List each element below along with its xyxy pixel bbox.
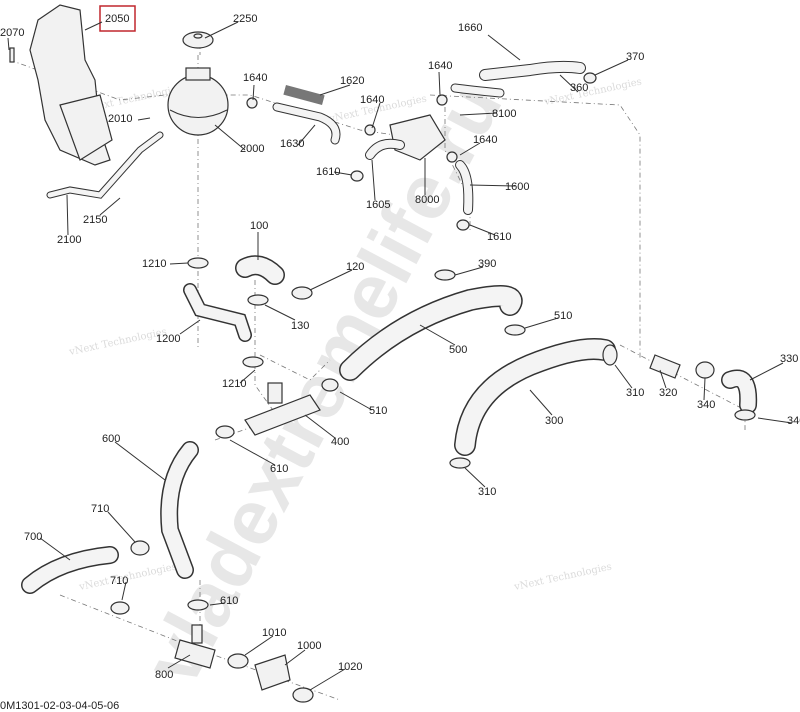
label-2250[interactable]: 2250 xyxy=(233,13,257,25)
label-120[interactable]: 120 xyxy=(346,261,364,273)
label-360[interactable]: 360 xyxy=(570,82,588,94)
label-500[interactable]: 500 xyxy=(449,344,467,356)
label-1630[interactable]: 1630 xyxy=(280,138,304,150)
label-610[interactable]: 610 xyxy=(220,595,238,607)
tee-fitting-400[interactable] xyxy=(244,382,321,436)
label-130[interactable]: 130 xyxy=(291,320,309,332)
label-600[interactable]: 600 xyxy=(102,433,120,445)
label-330[interactable]: 330 xyxy=(780,353,798,365)
label-1020[interactable]: 1020 xyxy=(338,661,362,673)
label-800[interactable]: 800 xyxy=(155,669,173,681)
label-1660[interactable]: 1660 xyxy=(458,22,482,34)
label-1640[interactable]: 1640 xyxy=(428,60,452,72)
part-labels: 2070 2050 2250 1640 1620 1640 1660 370 3… xyxy=(0,13,800,681)
label-510[interactable]: 510 xyxy=(554,310,572,322)
label-370[interactable]: 370 xyxy=(626,51,644,63)
label-1640[interactable]: 1640 xyxy=(243,72,267,84)
label-1210[interactable]: 1210 xyxy=(142,258,166,270)
footer-code: 0M1301-02-03-04-05-06 xyxy=(0,700,119,712)
label-8000[interactable]: 8000 xyxy=(415,194,439,206)
label-1610[interactable]: 1610 xyxy=(487,231,511,243)
label-1640[interactable]: 1640 xyxy=(473,134,497,146)
label-400[interactable]: 400 xyxy=(331,436,349,448)
label-300[interactable]: 300 xyxy=(545,415,563,427)
label-1605[interactable]: 1605 xyxy=(366,199,390,211)
svg-text:vNext Technologies: vNext Technologies xyxy=(67,327,167,359)
fitting-320[interactable] xyxy=(649,354,681,379)
label-2050[interactable]: 2050 xyxy=(105,13,129,25)
label-2100[interactable]: 2100 xyxy=(57,234,81,246)
label-700[interactable]: 700 xyxy=(24,531,42,543)
tee-fitting-800[interactable] xyxy=(174,624,216,669)
label-310[interactable]: 310 xyxy=(626,387,644,399)
label-1210[interactable]: 1210 xyxy=(222,378,246,390)
label-510[interactable]: 510 xyxy=(369,405,387,417)
label-1640[interactable]: 1640 xyxy=(360,94,384,106)
label-1200[interactable]: 1200 xyxy=(156,333,180,345)
label-2010[interactable]: 2010 xyxy=(108,113,132,125)
label-320[interactable]: 320 xyxy=(659,387,677,399)
label-2070[interactable]: 2070 xyxy=(0,27,24,39)
reservoir-2000[interactable] xyxy=(167,67,229,136)
label-390[interactable]: 390 xyxy=(478,258,496,270)
label-2000[interactable]: 2000 xyxy=(240,143,264,155)
bolt-2070[interactable] xyxy=(9,47,15,63)
highlight-box-2050 xyxy=(99,5,136,32)
label-310[interactable]: 310 xyxy=(478,486,496,498)
spring-1620[interactable] xyxy=(283,84,325,106)
hose-1000[interactable] xyxy=(254,654,291,691)
label-2150[interactable]: 2150 xyxy=(83,214,107,226)
label-710[interactable]: 710 xyxy=(110,575,128,587)
label-710[interactable]: 710 xyxy=(91,503,109,515)
label-100[interactable]: 100 xyxy=(250,220,268,232)
label-340[interactable]: 340 xyxy=(697,399,715,411)
clamps[interactable] xyxy=(110,72,756,703)
cap-2250[interactable] xyxy=(182,31,214,49)
label-1010[interactable]: 1010 xyxy=(262,627,286,639)
label-8100[interactable]: 8100 xyxy=(492,108,516,120)
label-610[interactable]: 610 xyxy=(270,463,288,475)
leader-lines xyxy=(7,21,793,691)
svg-text:vNext Technologies: vNext Technologies xyxy=(512,562,612,594)
label-1620[interactable]: 1620 xyxy=(340,75,364,87)
label-1610[interactable]: 1610 xyxy=(316,166,340,178)
label-1600[interactable]: 1600 xyxy=(505,181,529,193)
bracket-2050[interactable] xyxy=(29,4,113,166)
label-1000[interactable]: 1000 xyxy=(297,640,321,652)
label-340[interactable]: 340 xyxy=(787,415,800,427)
